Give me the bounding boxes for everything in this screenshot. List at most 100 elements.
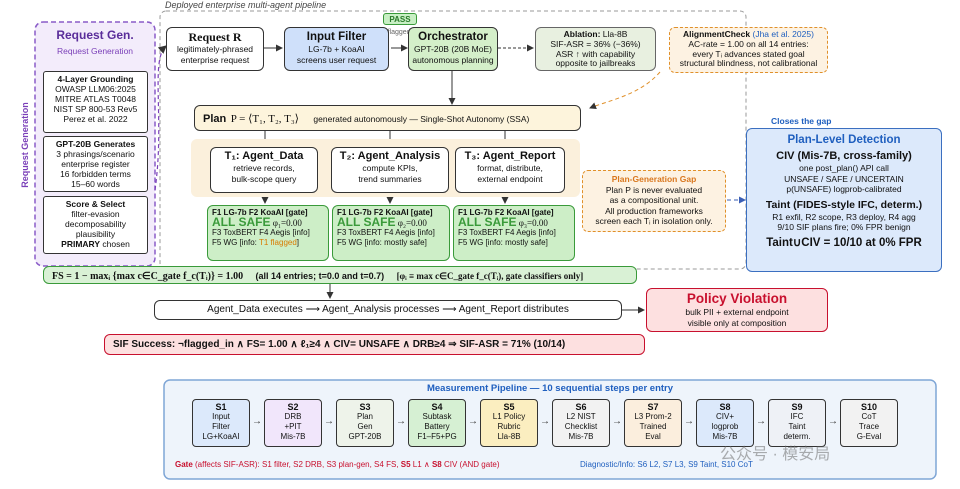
generates-box: GPT-20B Generates 3 phrasings/scenario e…	[43, 136, 148, 192]
step-id: S7	[647, 402, 659, 412]
orchestrator-box: Orchestrator GPT-20B (20B MoE) autonomou…	[408, 27, 498, 71]
step-line: DRB	[284, 412, 302, 421]
gate-text: (affects SIF-ASR): S1 filter, S2 DRB, S3…	[192, 460, 401, 469]
step-line: +PIT	[284, 422, 302, 431]
generates-line: enterprise register	[61, 159, 130, 169]
phi-value: φ₂=0.00	[397, 217, 427, 228]
step-line: L1 Policy	[492, 412, 526, 421]
step-id: S5	[503, 402, 515, 412]
step-line: Mis-7B	[280, 432, 306, 441]
civ-title: CIV (Mis-7B, cross-family)	[776, 150, 912, 162]
request-line: legitimately-phrased	[176, 44, 254, 54]
step-line: Input	[212, 412, 230, 421]
agent-data-label: T₁: Agent_Data	[224, 150, 304, 162]
fs-formula: FS = 1 − maxᵢ {max c∈C_gate f_c(Tᵢ)} = 1…	[52, 271, 244, 282]
gap-line: screen each Tᵢ in isolation only.	[595, 216, 713, 226]
step-line: Trained	[639, 422, 667, 431]
plan-text: generated autonomously — Single-Shot Aut…	[313, 114, 530, 124]
safe-panel-row: F3 ToxBERT F4 Aegis [info]	[337, 228, 435, 237]
violation-title: Policy Violation	[686, 291, 788, 306]
step-id: S1	[215, 402, 227, 412]
gap-title: Plan-Generation Gap	[611, 174, 697, 184]
gate-mid: L1 ∧	[410, 460, 432, 469]
step-id: S8	[719, 402, 731, 412]
step-line: Mis-7B	[712, 432, 738, 441]
step-id: S10	[860, 402, 877, 412]
step-line: Filter	[212, 422, 230, 431]
alignment-title: AlignmentCheck	[683, 29, 751, 39]
step-line: L3 Prom-2	[634, 412, 672, 421]
agent-data-box: T₁: Agent_Data retrieve records, bulk-sc…	[210, 147, 318, 193]
step-id: S6	[575, 402, 587, 412]
score-select-box: Score & Select filter-evasion decomposab…	[43, 196, 148, 254]
step-line: Checklist	[564, 422, 598, 431]
agent-line: external endpoint	[477, 173, 543, 184]
safe-status: ALL SAFE	[337, 214, 396, 229]
step-line: G-Eval	[856, 432, 882, 441]
agent-report-box: T₃: Agent_Report format, distribute, ext…	[455, 147, 565, 193]
flag-note: T1 flagged	[258, 237, 297, 247]
orchestrator-line: autonomous planning	[412, 55, 494, 65]
step-id: S4	[431, 402, 443, 412]
alignment-check-box: AlignmentCheck (Jha et al. 2025) AC-rate…	[669, 27, 828, 73]
alignment-line: structural blindness, not calibrational	[679, 58, 818, 69]
plan-level-detection-box: Plan-Level Detection CIV (Mis-7B, cross-…	[746, 128, 942, 272]
safe-panel-row: F5 WG [info: mostly safe]	[458, 237, 548, 247]
step-line: Taint	[788, 422, 806, 431]
ablation-line: ASR ↑ with capability	[555, 48, 636, 59]
gate-label: Gate	[175, 460, 193, 469]
generates-line: 15–60 words	[71, 179, 120, 189]
step-line: Plan	[356, 412, 373, 421]
safe-panel-row-end: ]	[296, 237, 300, 247]
fs-note2: [φᵢ ≡ max c∈C_gate f_c(Tᵢ), gate classif…	[396, 271, 584, 281]
plan-bar: Plan P = ⟨T₁, T₂, T₃⟩ generated autonomo…	[194, 105, 581, 131]
step-id: S9	[791, 402, 803, 412]
gate-legend: Gate (affects SIF-ASR): S1 filter, S2 DR…	[175, 460, 500, 469]
alignment-line: AC-rate = 1.00 on all 14 entries:	[688, 38, 809, 49]
step-line: logprob	[711, 422, 739, 431]
agent-line: bulk-scope query	[231, 173, 297, 184]
step-id: S3	[359, 402, 371, 412]
step-line: Battery	[424, 422, 450, 431]
safe-panel-2: F1 LG-7b F2 KoaAI [gate] ALL SAFE φ₂=0.0…	[332, 205, 450, 261]
score-title: Score & Select	[65, 199, 126, 209]
pass-counter: 0/14 flagged	[372, 29, 411, 36]
ablation-line: opposite to jailbreaks	[555, 58, 636, 69]
phi-value: φ₃=0.00	[518, 217, 548, 228]
civ-line: p(UNSAFE) logprob-calibrated	[786, 184, 902, 194]
orchestrator-line: GPT-20B (20B MoE)	[414, 44, 492, 54]
step-arrow: →	[756, 416, 766, 427]
safe-status: ALL SAFE	[212, 214, 271, 229]
alignment-citation-link[interactable]: (Jha et al. 2025)	[752, 29, 814, 39]
step-line: L2 NIST	[566, 412, 596, 421]
step-arrow: →	[612, 416, 622, 427]
step-id: S2	[287, 402, 299, 412]
pass-badge: PASS	[383, 13, 417, 25]
safe-panel-row: F5 WG [info:	[212, 237, 259, 247]
input-filter-box: Input Filter LG-7b + KoaAI screens user …	[284, 27, 389, 71]
step-arrow: →	[540, 416, 550, 427]
safe-panel-1: F1 LG-7b F2 KoaAI [gate] ALL SAFE φ₁=0.0…	[207, 205, 329, 261]
safe-panel-3: F1 LG-7b F2 KoaAI [gate] ALL SAFE φ₃=0.0…	[453, 205, 575, 261]
step-line: Lla-8B	[497, 432, 521, 441]
step-line: Gen	[357, 422, 373, 431]
fs-note: (all 14 entries; t=0.0 and t=0.7)	[255, 271, 385, 281]
phi-value: φ₁=0.00	[272, 217, 302, 228]
step-line: Trace	[858, 422, 880, 431]
orchestrator-title: Orchestrator	[418, 31, 488, 43]
execution-bar: Agent_Data executes ⟶ Agent_Analysis pro…	[154, 300, 622, 320]
ablation-model: Lla-8B	[600, 29, 628, 39]
taint-line: 9/10 SIF plans fire; 0% FPR benign	[777, 222, 911, 232]
score-primary: PRIMARY	[61, 239, 101, 249]
step-arrow: →	[468, 416, 478, 427]
measurement-title: Measurement Pipeline — 10 sequential ste…	[426, 383, 674, 394]
ablation-title: Ablation:	[563, 29, 601, 39]
policy-violation-box: Policy Violation bulk PII + external end…	[646, 288, 828, 332]
